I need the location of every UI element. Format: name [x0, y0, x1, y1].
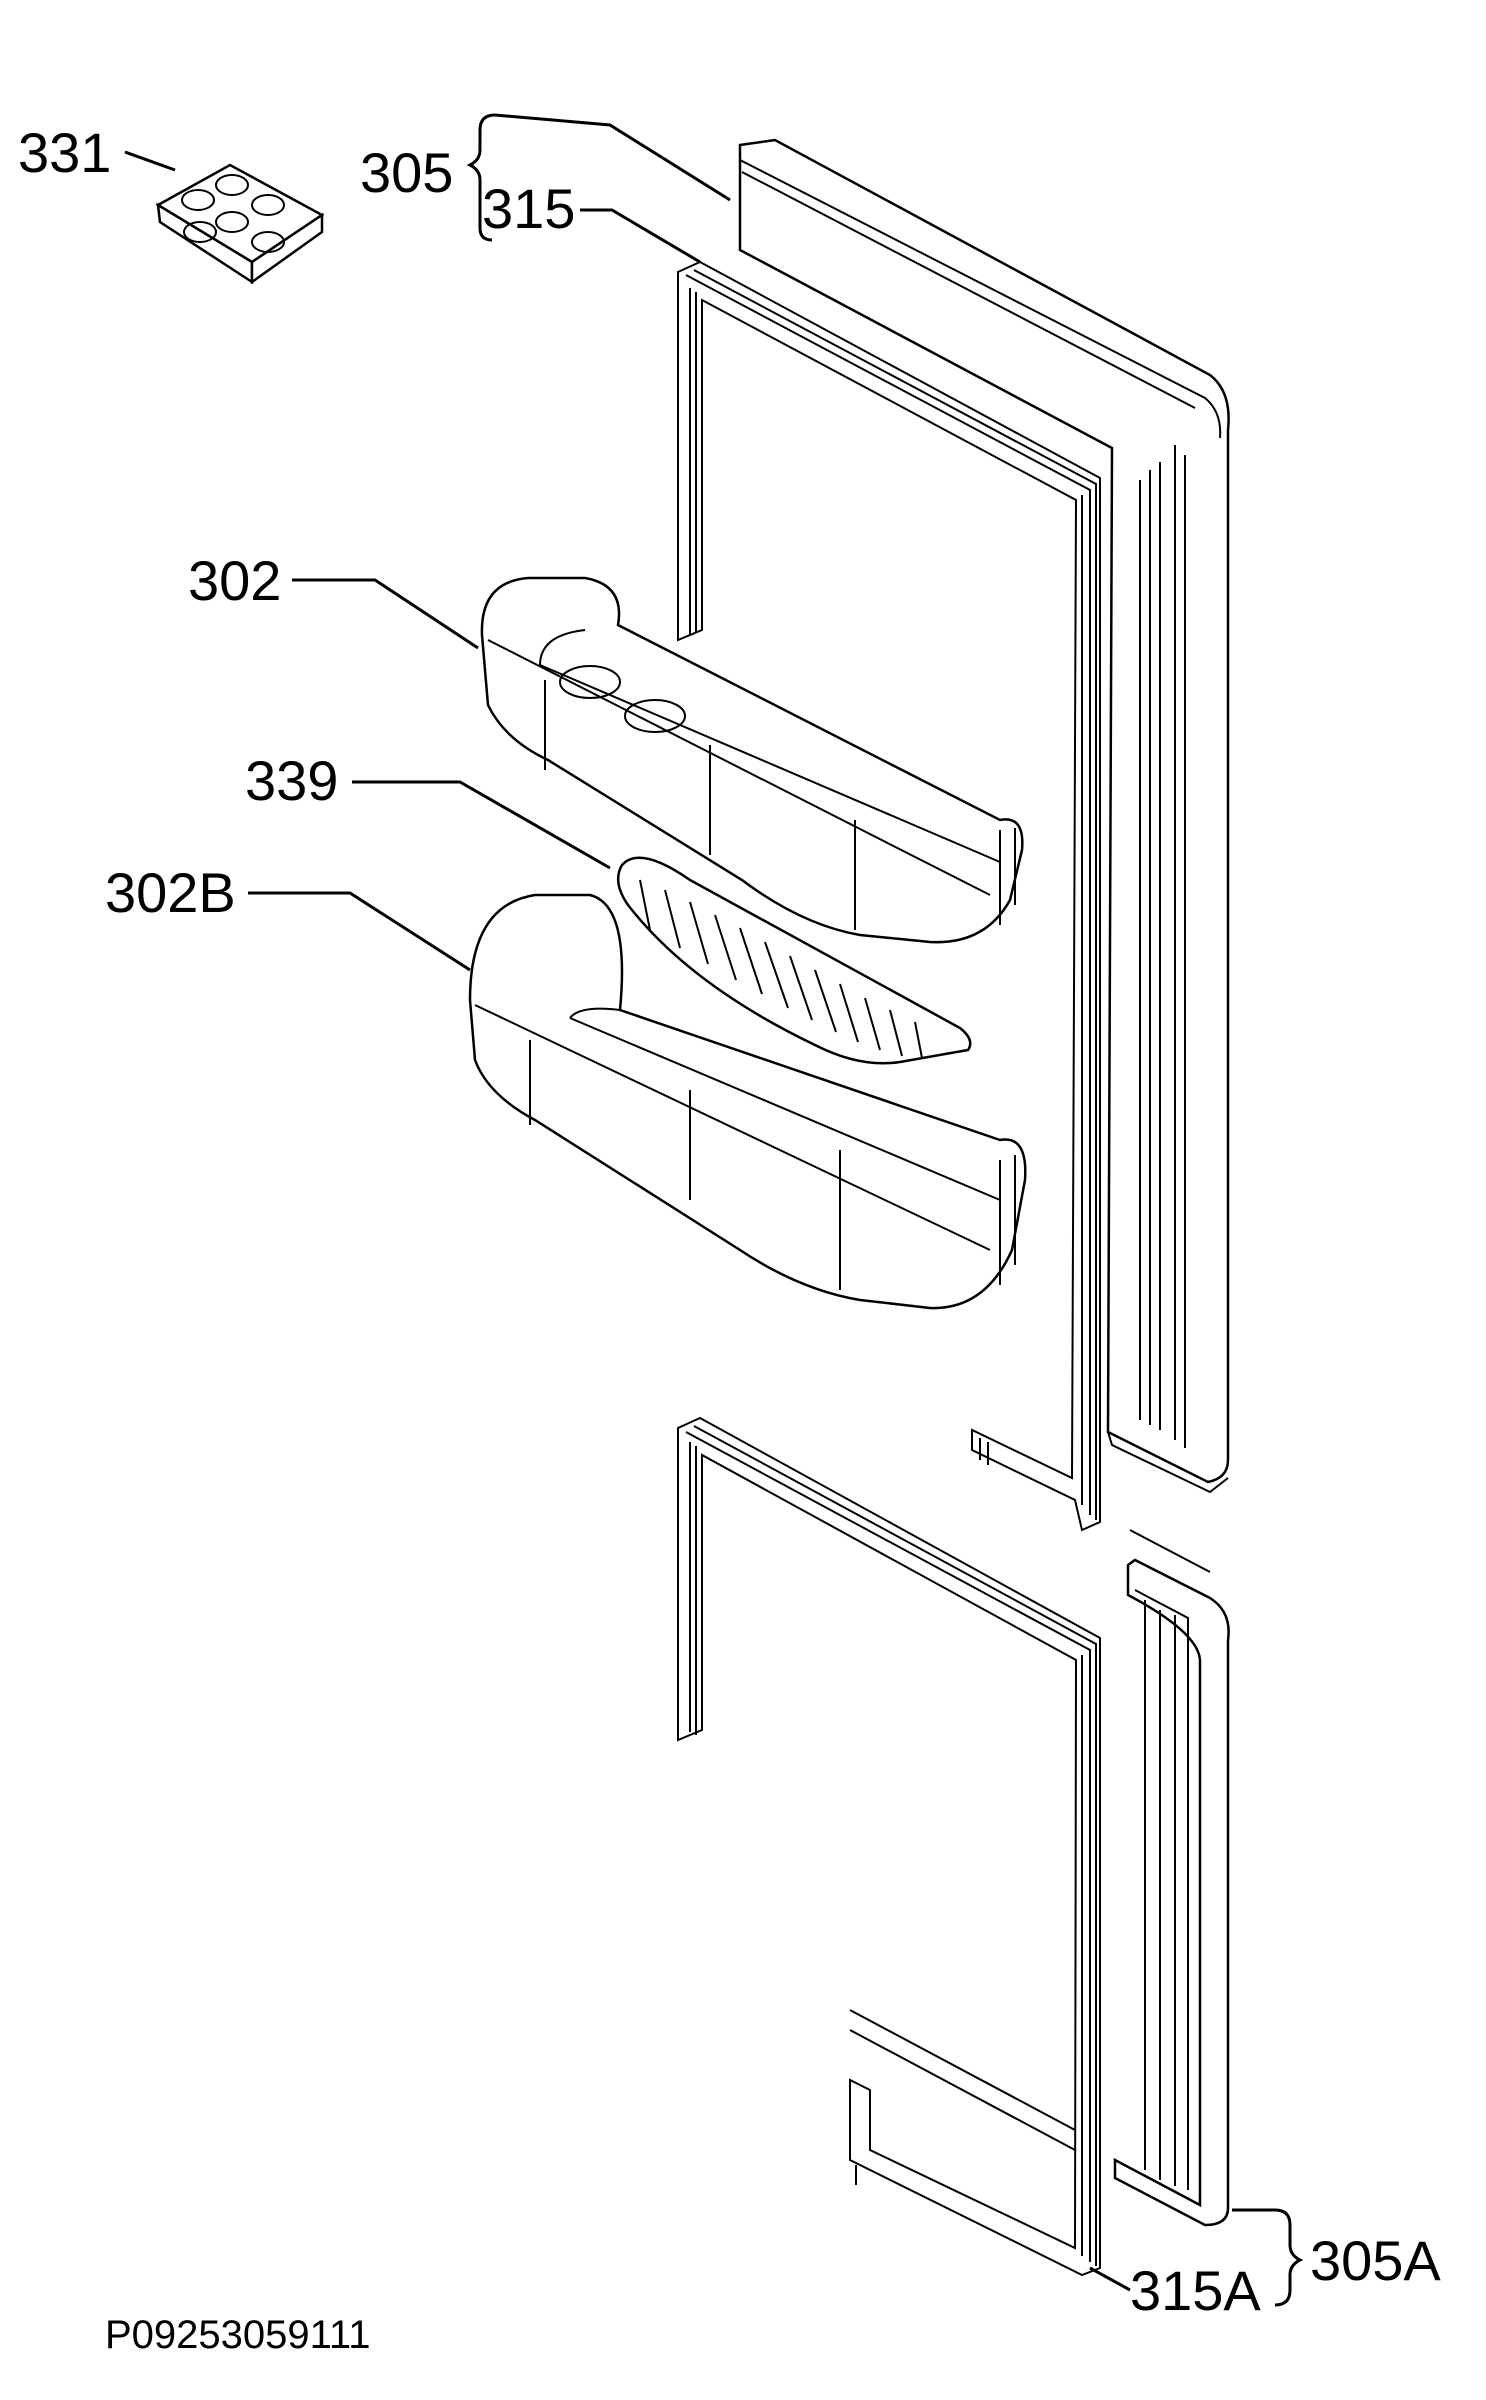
drawing-code: P09253059111 — [105, 2313, 370, 2357]
lower-door-part — [1113, 1529, 1230, 2227]
upper-door-part — [738, 138, 1230, 1494]
lower-shelf-part — [468, 893, 1027, 1310]
label-divider: 339 — [245, 749, 338, 812]
label-upper-gasket: 315 — [482, 177, 575, 240]
upper-gasket-part — [677, 260, 1101, 1532]
braces — [466, 113, 1304, 2307]
label-lower-door: 305A — [1310, 2229, 1441, 2292]
label-upper-shelf: 302 — [188, 549, 281, 612]
label-lower-gasket: 315A — [1130, 2259, 1261, 2322]
label-egg-tray: 331 — [18, 121, 111, 184]
leader-lines — [124, 113, 1275, 2292]
lower-gasket-part — [677, 1416, 1101, 2277]
divider-part — [616, 856, 972, 1065]
label-upper-door: 305 — [360, 141, 453, 204]
upper-shelf-part — [480, 576, 1024, 944]
egg-tray-part — [155, 163, 325, 285]
label-lower-shelf: 302B — [105, 861, 236, 924]
